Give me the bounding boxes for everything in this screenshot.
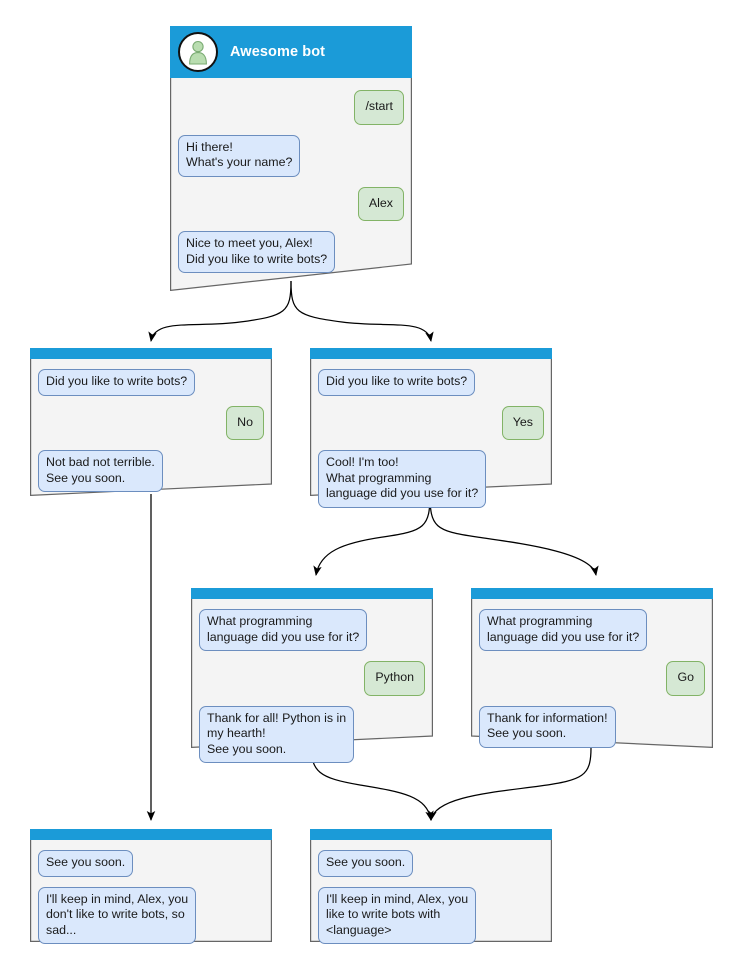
card-content: Did you like to write bots? Yes Cool! I'…: [310, 348, 552, 508]
message-row: See you soon.: [318, 850, 544, 887]
bot-title: Awesome bot: [230, 44, 326, 60]
message-row: See you soon.: [38, 850, 264, 887]
bot-message-bubble: Cool! I'm too! What programming language…: [318, 450, 487, 508]
card-content: What programming language did you use fo…: [471, 588, 713, 748]
bot-message-bubble: Did you like to write bots?: [318, 369, 476, 396]
card-header-start: Awesome bot: [170, 26, 412, 78]
message-row: Did you like to write bots?: [38, 369, 264, 406]
bot-message-bubble: See you soon.: [318, 850, 414, 877]
avatar: [178, 32, 218, 72]
card-header-bar: [191, 588, 433, 599]
user-message-bubble: /start: [354, 90, 404, 125]
message-list-language-python: What programming language did you use fo…: [191, 599, 433, 781]
message-list-end-happy: See you soon. I'll keep in mind, Alex, y…: [310, 840, 552, 962]
message-list-end-sad: See you soon. I'll keep in mind, Alex, y…: [30, 840, 272, 962]
chat-card-answer-no[interactable]: Did you like to write bots? No Not bad n…: [30, 348, 272, 496]
card-content: Did you like to write bots? No Not bad n…: [30, 348, 272, 496]
bot-message-bubble: I'll keep in mind, Alex, you like to wri…: [318, 886, 477, 944]
message-list-answer-yes: Did you like to write bots? Yes Cool! I'…: [310, 359, 552, 526]
user-message-bubble: No: [226, 405, 264, 440]
bot-message-bubble: What programming language did you use fo…: [199, 609, 368, 651]
chat-card-answer-yes[interactable]: Did you like to write bots? Yes Cool! I'…: [310, 348, 552, 508]
chat-card-end-happy[interactable]: See you soon. I'll keep in mind, Alex, y…: [310, 829, 552, 944]
bot-message-bubble: Did you like to write bots?: [38, 369, 196, 396]
bot-message-bubble: Thank for all! Python is in my hearth! S…: [199, 705, 355, 763]
card-header-bar: [310, 348, 552, 359]
card-header-bar: [471, 588, 713, 599]
chat-card-end-sad[interactable]: See you soon. I'll keep in mind, Alex, y…: [30, 829, 272, 944]
bot-message-bubble: Nice to meet you, Alex! Did you like to …: [178, 231, 336, 273]
card-header-bar: [310, 829, 552, 840]
user-message-bubble: Alex: [357, 186, 404, 221]
card-header-bar: [30, 829, 272, 840]
message-list-answer-no: Did you like to write bots? No Not bad n…: [30, 359, 272, 510]
message-list-start: /start Hi there! What's your name? Alex …: [170, 78, 412, 291]
bot-message-bubble: See you soon.: [38, 850, 134, 877]
message-row: What programming language did you use fo…: [199, 609, 425, 661]
card-header-bar: [30, 348, 272, 359]
message-row: I'll keep in mind, Alex, you like to wri…: [318, 886, 544, 955]
message-row: Cool! I'm too! What programming language…: [318, 450, 544, 518]
user-message-bubble: Python: [364, 661, 425, 696]
message-row: What programming language did you use fo…: [479, 609, 705, 661]
person-icon: [189, 40, 207, 65]
chat-card-start[interactable]: Awesome bot /start Hi there! What's your…: [170, 26, 412, 291]
message-row: Hi there! What's your name?: [178, 134, 404, 187]
message-row: Nice to meet you, Alex! Did you like to …: [178, 231, 404, 283]
card-content: What programming language did you use fo…: [191, 588, 433, 763]
chat-card-language-python[interactable]: What programming language did you use fo…: [191, 588, 433, 763]
bot-message-bubble: Not bad not terrible. See you soon.: [38, 450, 163, 492]
user-message-bubble: Yes: [501, 405, 544, 440]
card-content: See you soon. I'll keep in mind, Alex, y…: [30, 829, 272, 944]
bot-message-bubble: I'll keep in mind, Alex, you don't like …: [38, 886, 197, 944]
message-row: Not bad not terrible. See you soon.: [38, 450, 264, 502]
user-message-bubble: Go: [666, 661, 705, 696]
chat-card-language-go[interactable]: What programming language did you use fo…: [471, 588, 713, 748]
message-list-language-go: What programming language did you use fo…: [471, 599, 713, 766]
message-row: I'll keep in mind, Alex, you don't like …: [38, 886, 264, 955]
message-row: Thank for information! See you soon.: [479, 705, 705, 758]
bot-message-bubble: Hi there! What's your name?: [178, 134, 301, 177]
card-content: Awesome bot /start Hi there! What's your…: [170, 26, 412, 291]
message-row: Thank for all! Python is in my hearth! S…: [199, 705, 425, 774]
message-row: Did you like to write bots?: [318, 369, 544, 406]
bot-message-bubble: What programming language did you use fo…: [479, 609, 648, 651]
card-content: See you soon. I'll keep in mind, Alex, y…: [310, 829, 552, 944]
bot-message-bubble: Thank for information! See you soon.: [479, 705, 616, 748]
